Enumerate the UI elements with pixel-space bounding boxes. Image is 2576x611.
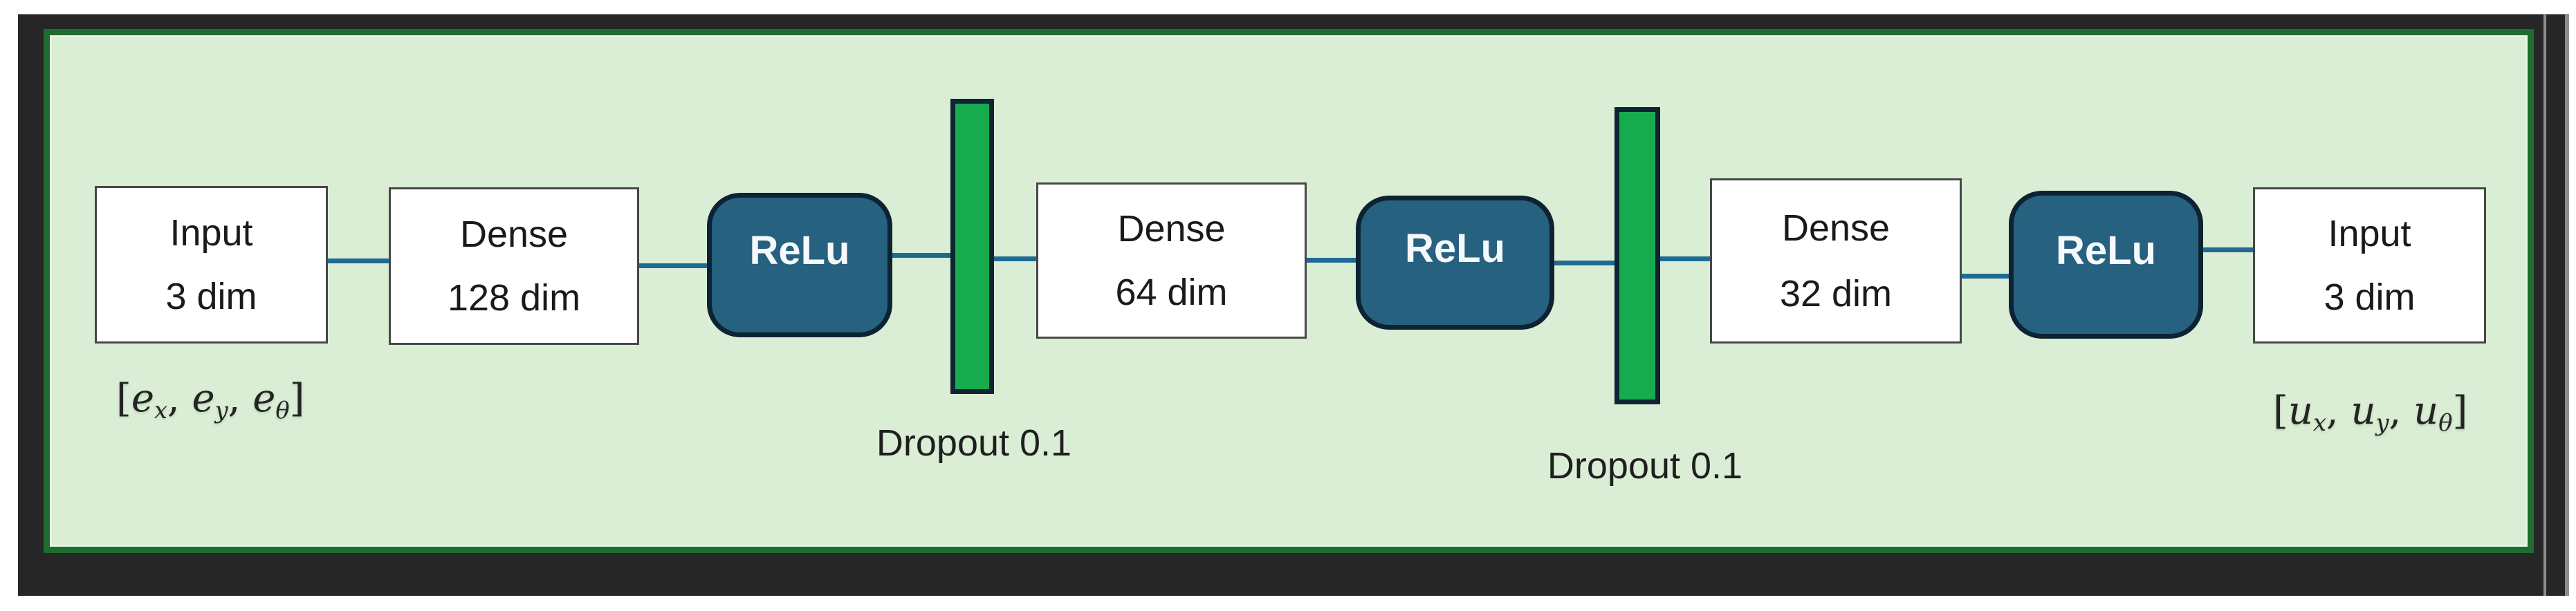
- comma: ,: [2389, 388, 2414, 433]
- activation-label: ReLu: [749, 228, 850, 273]
- node-dropout-1-bar[interactable]: [950, 99, 994, 394]
- connector-relu1-to-dropout1: [890, 253, 953, 258]
- bracket: [: [2273, 388, 2288, 433]
- node-dense-64[interactable]: Dense 64 dim: [1036, 182, 1307, 339]
- node-output-layer[interactable]: Input 3 dim: [2253, 187, 2486, 344]
- var-ey: e: [192, 376, 215, 421]
- bracket: ]: [2452, 388, 2468, 433]
- node-label: Dense: [1781, 207, 1890, 249]
- node-dense-32[interactable]: Dense 32 dim: [1710, 178, 1962, 344]
- node-relu-1[interactable]: ReLu: [707, 193, 892, 337]
- node-label: Dense: [1117, 208, 1226, 250]
- window-edge-line: [2565, 14, 2569, 596]
- connector-dense32-to-relu3: [1959, 274, 2012, 279]
- connector-relu2-to-dropout2: [1552, 261, 1617, 265]
- connector-relu3-to-output: [2200, 247, 2256, 252]
- dropout-2-label[interactable]: Dropout 0.1: [1547, 445, 1743, 487]
- node-dropout-2-bar[interactable]: [1614, 107, 1660, 404]
- dropout-1-label[interactable]: Dropout 0.1: [876, 422, 1072, 464]
- bracket: [: [116, 376, 131, 421]
- connector-dropout2-to-dense32: [1657, 256, 1713, 261]
- comma: ,: [2326, 388, 2351, 433]
- output-vector-annotation[interactable]: [ux, uy, uθ]: [2273, 388, 2468, 437]
- connector-dense128-to-relu1: [639, 263, 710, 268]
- bracket: ]: [289, 376, 305, 421]
- node-dim-label: 64 dim: [1115, 271, 1228, 313]
- var-uy: u: [2350, 388, 2376, 433]
- node-relu-2[interactable]: ReLu: [1356, 196, 1554, 330]
- var-ux: u: [2288, 388, 2313, 433]
- node-dim-label: 128 dim: [447, 277, 581, 319]
- activation-label: ReLu: [1405, 225, 1505, 271]
- node-input-layer[interactable]: Input 3 dim: [95, 186, 328, 344]
- node-dim-label: 3 dim: [165, 276, 257, 317]
- node-relu-3[interactable]: ReLu: [2009, 191, 2203, 339]
- comma: ,: [228, 376, 253, 421]
- activation-label: ReLu: [2056, 227, 2156, 273]
- node-label: Input: [2328, 213, 2411, 255]
- canvas-divider-line: [2543, 14, 2546, 596]
- node-label: Input: [169, 212, 253, 254]
- node-label: Dense: [459, 214, 569, 255]
- connector-dropout1-to-dense64: [991, 256, 1039, 261]
- input-vector-annotation[interactable]: [ex, ey, eθ]: [116, 376, 305, 424]
- connector-dense64-to-relu2: [1304, 258, 1359, 263]
- node-dim-label: 32 dim: [1779, 273, 1893, 315]
- var-ex: e: [131, 376, 154, 421]
- var-etheta: e: [252, 376, 276, 421]
- node-dense-128[interactable]: Dense 128 dim: [389, 187, 639, 345]
- comma: ,: [167, 376, 192, 421]
- node-dim-label: 3 dim: [2324, 276, 2416, 318]
- connector-input-to-dense128: [328, 258, 392, 263]
- var-utheta: u: [2413, 388, 2439, 433]
